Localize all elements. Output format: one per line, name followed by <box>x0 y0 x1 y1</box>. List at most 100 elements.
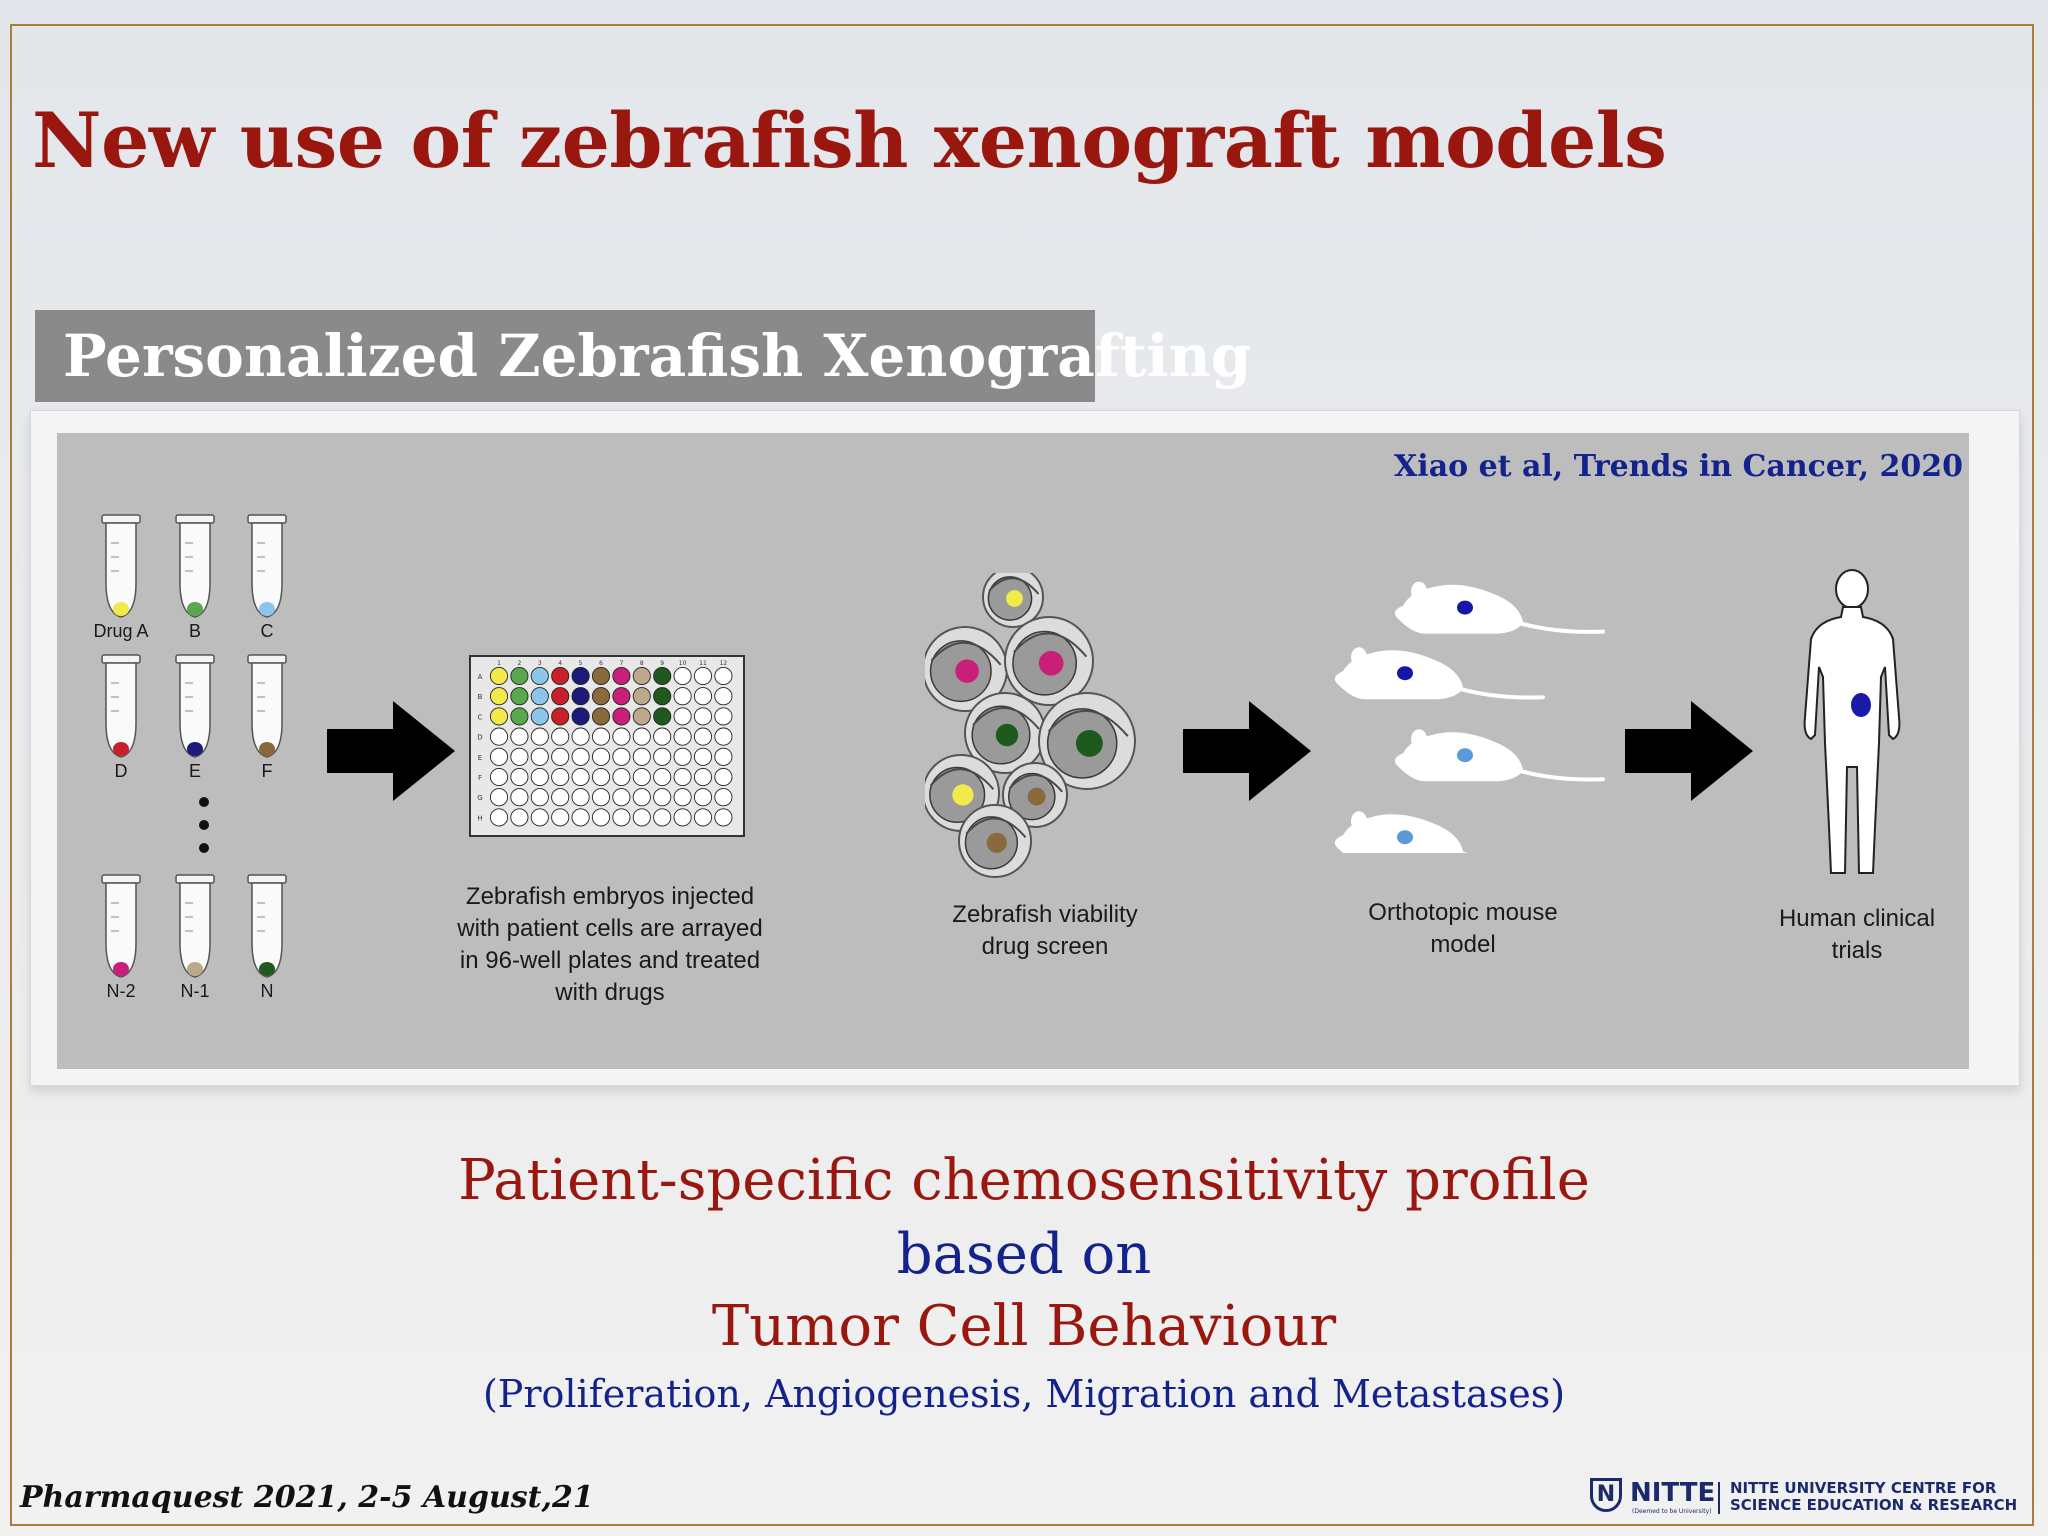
plate-row-label: G <box>477 794 482 802</box>
caption-mouse-line: model <box>1430 931 1496 958</box>
plate-well <box>551 687 570 706</box>
plate-well <box>571 687 590 706</box>
plate-well <box>571 666 590 686</box>
plate-well <box>612 727 631 746</box>
plate-well <box>653 788 672 807</box>
plate-well <box>551 767 570 787</box>
plate-well <box>673 666 692 686</box>
plate-well <box>653 666 672 686</box>
plate-col-label: 3 <box>538 660 542 667</box>
plate-well <box>551 727 570 746</box>
plate-well <box>653 767 672 787</box>
tube-icon <box>247 874 287 978</box>
subtitle-banner: Personalized Zebrafish Xenografting <box>35 310 1251 402</box>
embryo <box>1038 692 1136 790</box>
tube-icon <box>175 654 215 758</box>
embryo <box>964 692 1046 774</box>
embryo <box>982 573 1044 628</box>
plate-col-label: 6 <box>599 660 603 667</box>
plate-well <box>510 666 529 686</box>
plate-well <box>653 707 672 726</box>
caption-plate: Zebrafish embryos injected with patient c… <box>425 881 795 1009</box>
plate-well <box>510 788 529 807</box>
plate-well <box>551 707 570 726</box>
plate-well <box>489 767 509 787</box>
caption-plate-line: Zebrafish embryos injected <box>465 883 755 910</box>
plate-well <box>530 747 549 766</box>
plate-well <box>632 788 651 807</box>
summary-line-3: Tumor Cell Behaviour <box>711 1294 1337 1359</box>
embryo <box>958 804 1032 878</box>
caption-human-line: trials <box>1831 937 1883 964</box>
plate-well <box>591 666 611 686</box>
tube-icon <box>175 514 215 618</box>
plate-well <box>551 747 570 766</box>
plate-well <box>673 687 692 706</box>
caption-plate-line: with patient cells are arrayed <box>457 915 763 942</box>
plate-well <box>551 788 570 807</box>
plate-well <box>530 666 549 686</box>
plate-row-label: C <box>478 713 483 721</box>
plate-well <box>612 788 631 807</box>
caption-embryos: Zebrafish viability drug screen <box>895 899 1195 963</box>
plate-well <box>489 747 509 766</box>
plate-well <box>693 707 713 726</box>
caption-embryos-line: drug screen <box>981 933 1109 960</box>
plate-well <box>591 808 611 827</box>
caption-embryos-line: Zebrafish viability <box>952 901 1138 928</box>
plate-well <box>591 707 611 726</box>
plate-well <box>714 727 733 746</box>
plate-well <box>489 707 509 726</box>
caption-plate-line: in 96-well plates and treated <box>459 947 761 974</box>
tube-label: C <box>260 621 274 641</box>
slide-title: New use of zebrafish xenograft models <box>32 96 1667 185</box>
plate-row-label: H <box>477 814 482 822</box>
plate-col-label: 1 <box>497 660 501 667</box>
embryo <box>1004 616 1094 706</box>
plate-well <box>571 727 590 746</box>
plate-well <box>673 767 692 787</box>
citation: Xiao et al, Trends in Cancer, 2020 <box>1394 449 1963 484</box>
arrow-right-icon <box>327 701 455 801</box>
mouse-icon <box>1334 811 1469 853</box>
plate-well <box>510 707 529 726</box>
plate-well <box>530 727 549 746</box>
slide-frame <box>10 24 2034 1526</box>
plate-well <box>510 767 529 787</box>
logo-brand: NITTE <box>1630 1478 1716 1508</box>
human-figure <box>1803 569 1901 874</box>
logo-institution: NITTE UNIVERSITY CENTRE FOR SCIENCE EDUC… <box>1730 1480 2017 1514</box>
plate-well <box>510 747 529 766</box>
plate-col-label: 4 <box>558 660 562 667</box>
nitte-logo: N NITTE (Deemed to be University) NITTE … <box>1590 1476 2030 1520</box>
plate-well <box>632 808 651 827</box>
institution-line-1: NITTE UNIVERSITY CENTRE FOR <box>1730 1479 1997 1497</box>
plate-well <box>591 788 611 807</box>
plate-well <box>489 666 509 686</box>
plate-well <box>693 747 713 766</box>
plate-well <box>571 767 590 787</box>
plate-well <box>571 788 590 807</box>
plate-well <box>673 788 692 807</box>
tube-label: Drug A <box>93 621 149 641</box>
tube-icon <box>101 514 141 618</box>
human-silhouette-icon <box>1803 569 1901 874</box>
plate-well <box>693 687 713 706</box>
tube-icon <box>101 654 141 758</box>
plate-well <box>571 747 590 766</box>
plate-well <box>714 666 733 686</box>
plate-well <box>591 747 611 766</box>
plate-col-label: 10 <box>679 660 687 667</box>
mouse-icon <box>1394 729 1605 782</box>
plate-well <box>612 767 631 787</box>
plate-row-label: B <box>478 693 483 701</box>
caption-human-line: Human clinical <box>1778 905 1936 932</box>
ellipsis-dots-icon <box>199 797 209 853</box>
zebrafish-embryos-image <box>925 573 1136 878</box>
plate-well <box>693 808 713 827</box>
plate-well <box>530 788 549 807</box>
plate-well <box>653 808 672 827</box>
plate-well <box>591 727 611 746</box>
tube-label: D <box>114 761 128 781</box>
